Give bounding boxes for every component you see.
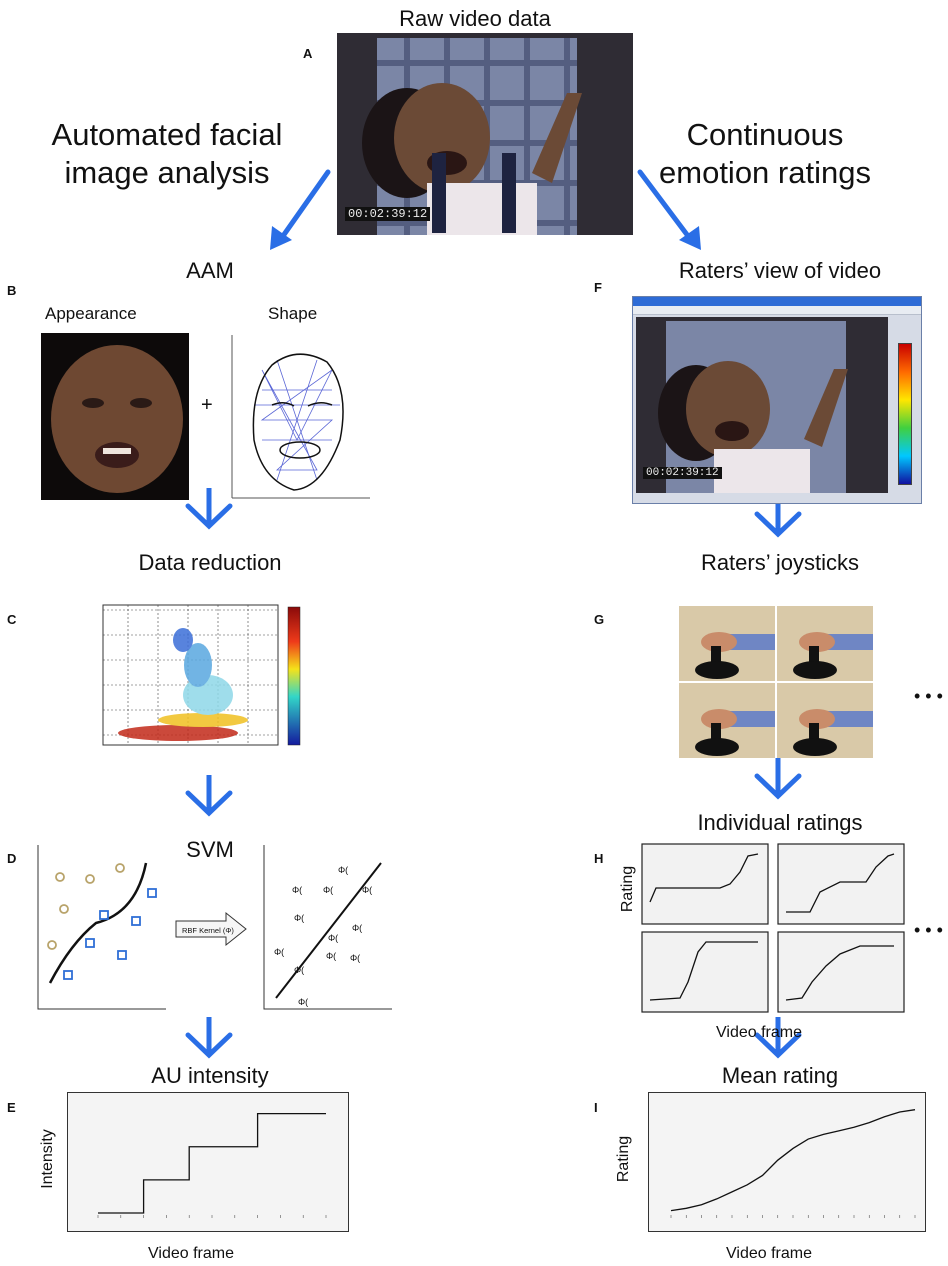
joystick-photo-2 [777,606,873,681]
mean-rating-title: Mean rating [721,1063,839,1088]
svg-text:Φ(: Φ( [338,865,348,875]
individual-ratings-title: Individual ratings [697,810,863,835]
svg-text:Φ(: Φ( [294,913,304,923]
raters-view-title: Raters’ view of video [678,258,882,283]
mean-rating-chart [670,1109,916,1218]
au-intensity-x-label: Video frame [148,1245,234,1262]
au-intensity-title: AU intensity [151,1063,269,1088]
svm-diagram: RBF Kernel (Φ) Φ( Φ( Φ( Φ( Φ( Φ( Φ( Φ( Φ( Φ( Φ( Φ( [37,845,392,1010]
raters-joysticks-title: Raters’ joysticks [700,550,860,575]
au-intensity-chart-frame [67,1092,349,1232]
svg-text:Φ(: Φ( [298,997,308,1007]
rater-software-window: 00:02:39:12 [632,296,922,504]
mean-rating-x-label: Video frame [726,1245,812,1262]
continuous-line-1: Continuous [686,117,844,152]
joystick-photo-3 [679,683,775,758]
svg-text:Φ(: Φ( [328,933,338,943]
plus-sign: + [201,394,213,416]
svg-text:Φ(: Φ( [326,951,336,961]
svg-text:Φ(: Φ( [294,965,304,975]
panel-letter-c: C [7,612,17,627]
rbf-kernel-label: RBF Kernel (Φ) [182,926,234,935]
joysticks-ellipsis: • • • [914,686,943,706]
au-intensity-chart [97,1112,327,1218]
raw-video-image: 00:02:39:12 [337,33,633,235]
window-menu-bar [633,306,921,315]
svg-text:Φ(: Φ( [352,923,362,933]
shape-label: Shape [268,304,318,323]
panel-letter-i: I [594,1100,598,1115]
aam-title: AAM [186,258,234,283]
window-title-bar [633,297,921,306]
continuous-line-2: emotion ratings [659,155,871,190]
svg-text:Φ(: Φ( [292,885,302,895]
continuous-ratings-heading: Continuous emotion ratings [640,116,890,192]
appearance-face-image [41,333,189,500]
svm-title: SVM [186,837,234,862]
panel-letter-e: E [7,1100,16,1115]
data-reduction-scatter-plot [102,604,301,746]
svg-text:Φ(: Φ( [350,953,360,963]
arrow-to-aam [280,169,331,239]
individual-ratings-y-label: Rating [619,865,636,913]
raw-video-title: Raw video data [399,6,551,31]
shape-mesh-plot [231,335,370,499]
data-reduction-title: Data reduction [138,550,282,575]
series-line [670,1109,916,1212]
raters-video-frame: 00:02:39:12 [636,317,888,493]
panel-letter-b: B [7,283,17,298]
appearance-label: Appearance [45,304,137,323]
individual-ratings-x-label: Video frame [716,1024,802,1041]
arrow-to-raters-view [637,169,691,239]
panel-letter-f: F [594,280,602,295]
automated-analysis-heading: Automated facial image analysis [42,116,292,192]
mean-rating-y-label: Rating [615,1135,632,1183]
joystick-photo-1 [679,606,775,681]
timecode-a: 00:02:39:12 [345,207,431,221]
svg-text:Φ(: Φ( [274,947,284,957]
series-line [98,1112,326,1214]
joystick-photo-4 [777,683,873,758]
rating-color-scale [898,343,912,485]
panel-letter-g: G [594,612,605,627]
ratings-ellipsis: • • • [914,920,943,940]
svg-text:Φ(: Φ( [323,885,333,895]
joystick-photos-grid [679,606,873,758]
automated-line-2: image analysis [64,155,270,190]
individual-ratings-charts [641,843,905,1013]
panel-letter-a: A [303,46,313,61]
panel-letter-h: H [594,851,604,866]
mean-rating-chart-frame [648,1092,926,1232]
au-intensity-y-label: Intensity [39,1129,56,1189]
automated-line-1: Automated facial [51,117,283,152]
timecode-f: 00:02:39:12 [643,467,722,479]
panel-letter-d: D [7,851,17,866]
svg-text:Φ(: Φ( [362,885,372,895]
